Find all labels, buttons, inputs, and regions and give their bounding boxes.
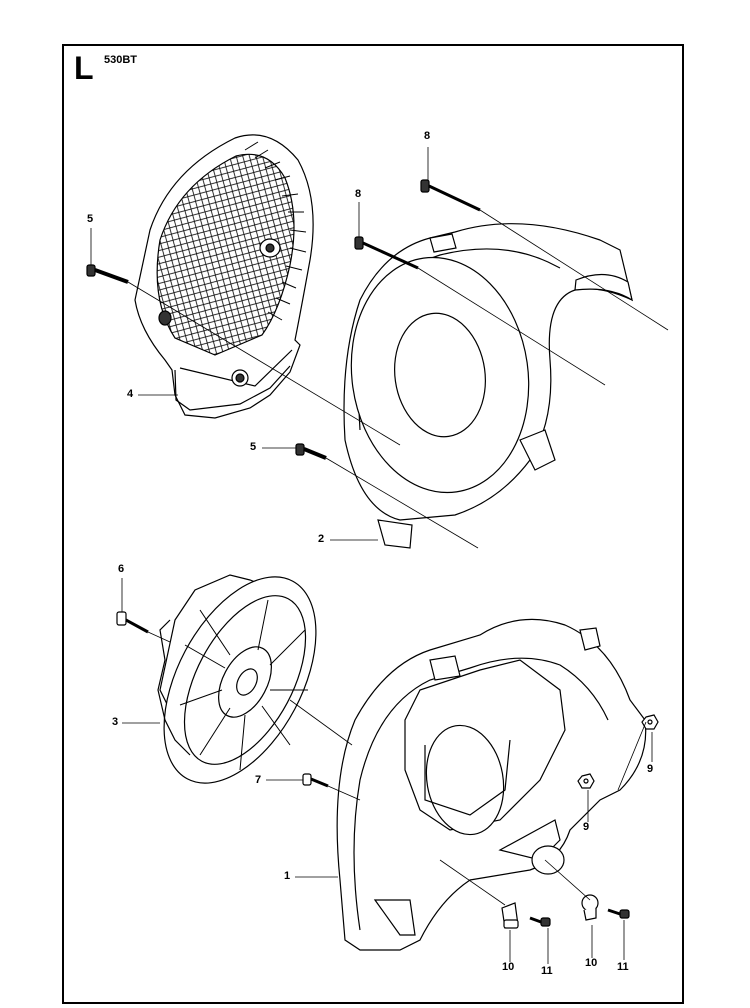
fan-wheel-part-3 <box>157 574 317 784</box>
callout-6: 6 <box>118 563 125 575</box>
callout-9: 9 <box>647 763 654 775</box>
callout-5: 5 <box>250 441 257 453</box>
leader-lines <box>90 147 653 964</box>
callout-4: 4 <box>127 388 134 400</box>
callout-10: 10 <box>502 961 515 973</box>
callout-9: 9 <box>583 821 590 833</box>
callout-10: 10 <box>585 957 598 969</box>
fan-cover-part-4 <box>134 134 314 419</box>
callout-5: 5 <box>87 213 94 225</box>
fasteners <box>86 179 659 929</box>
blower-housing-part-1 <box>336 618 647 951</box>
callout-8: 8 <box>424 130 431 142</box>
callout-11: 11 <box>541 965 553 977</box>
callout-8: 8 <box>355 188 362 200</box>
callout-3: 3 <box>112 716 119 728</box>
screw-part-11b <box>607 908 630 919</box>
callout-11: 11 <box>617 961 629 973</box>
bolt-part-7 <box>302 773 329 788</box>
nut-part-9a <box>641 714 659 730</box>
bolt-part-8a <box>420 179 481 212</box>
assembly-lines <box>127 209 669 906</box>
nut-part-9b <box>577 773 595 789</box>
callout-7: 7 <box>255 774 262 786</box>
screw-part-11a <box>529 916 551 927</box>
screw-part-5b <box>295 443 327 460</box>
callout-1: 1 <box>284 870 291 882</box>
diagram-frame <box>62 44 684 1004</box>
clamp-part-10a <box>501 902 519 929</box>
fan-housing-part-2 <box>343 223 633 549</box>
clamp-part-10b <box>581 894 599 921</box>
callout-2: 2 <box>318 533 325 545</box>
bolt-part-6 <box>116 611 149 634</box>
model-label: 530BT <box>104 54 138 66</box>
section-letter: L <box>74 50 94 86</box>
screw-part-5a <box>86 264 129 284</box>
